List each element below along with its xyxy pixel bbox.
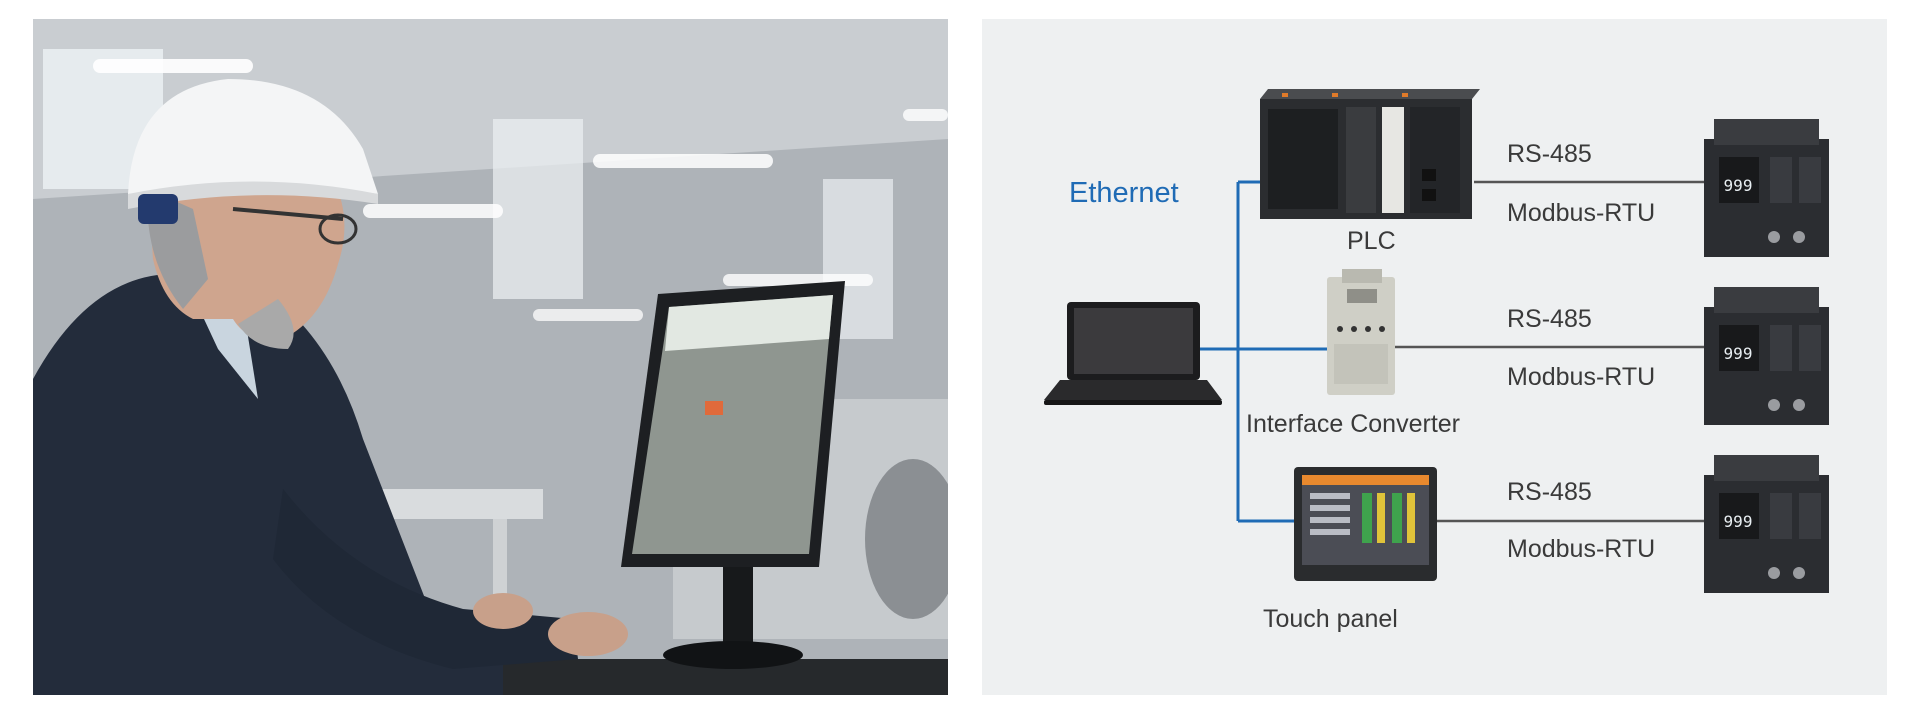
modbus-label-2: Modbus-RTU [1507, 363, 1656, 391]
ethernet-label: Ethernet [1069, 177, 1179, 209]
plc-label: PLC [1347, 227, 1396, 255]
laptop-icon [1044, 302, 1222, 405]
interface-converter-label: Interface Converter [1246, 410, 1460, 438]
touch-panel-label: Touch panel [1263, 605, 1398, 633]
meter-display-1: 999 [1724, 176, 1753, 195]
interface-converter-icon [1327, 269, 1395, 395]
rs485-label-3: RS-485 [1507, 478, 1592, 506]
rs485-label-2: RS-485 [1507, 305, 1592, 333]
modbus-label-3: Modbus-RTU [1507, 535, 1656, 563]
plc-icon [1260, 89, 1480, 219]
power-meter-icon-3 [1704, 455, 1829, 593]
modbus-label-1: Modbus-RTU [1507, 199, 1656, 227]
power-meter-icon-1 [1704, 119, 1829, 257]
network-diagram: 999 999 999 Ethernet PLC Interface Conve… [982, 19, 1887, 695]
rs485-label-1: RS-485 [1507, 140, 1592, 168]
engineer-illustration [33, 19, 948, 695]
diagram-graphics: 999 999 999 [1044, 89, 1829, 593]
engineer-photo [33, 19, 948, 695]
touch-panel-icon [1294, 467, 1437, 581]
meter-display-2: 999 [1724, 344, 1753, 363]
meter-display-3: 999 [1724, 512, 1753, 531]
power-meter-icon-2 [1704, 287, 1829, 425]
